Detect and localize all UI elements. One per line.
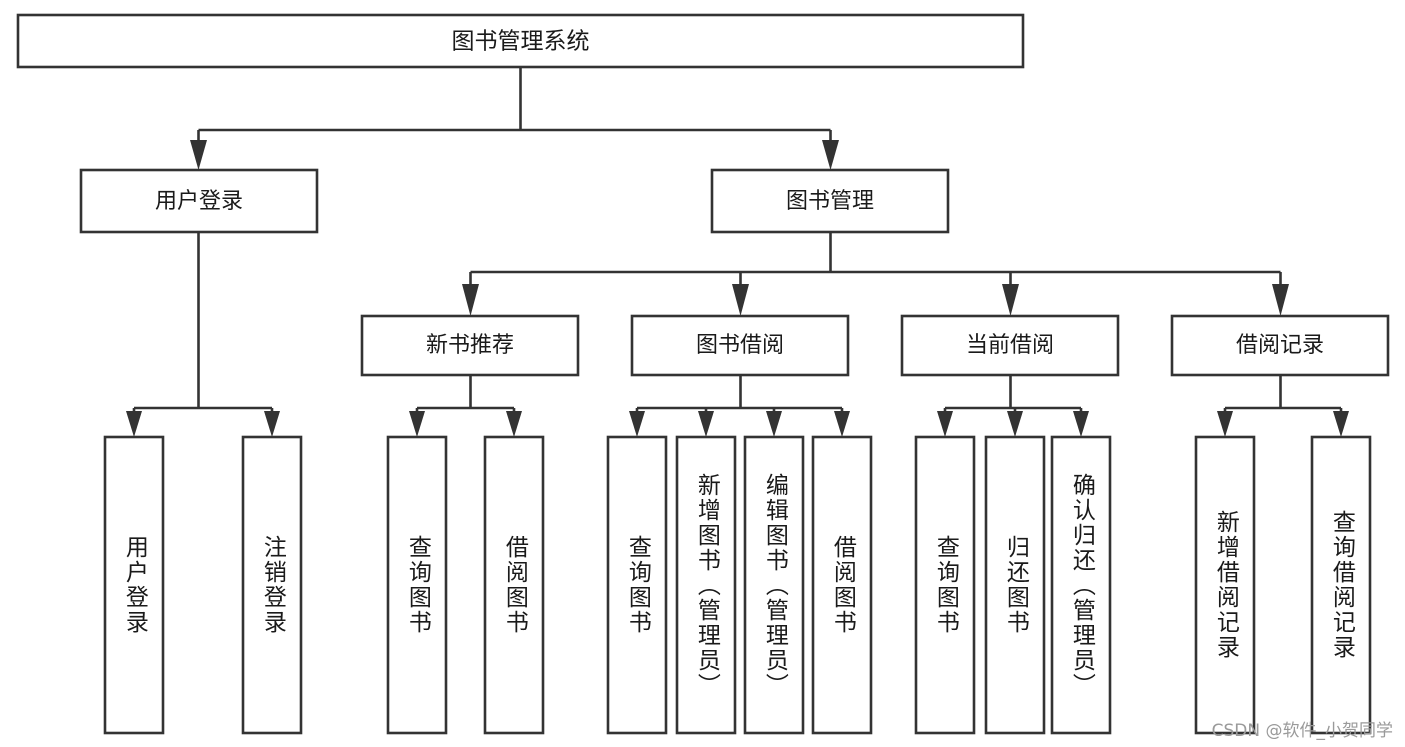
leaf-box-borrow-book[interactable] xyxy=(811,435,873,735)
leaf-box-return-book[interactable] xyxy=(984,435,1046,735)
watermark-text: CSDN @软件_小贺同学 xyxy=(1211,721,1393,741)
node-login-label: 用户登录 xyxy=(155,189,243,214)
connector-group-login-to-leaves xyxy=(126,232,280,437)
leaf-box-query-book-new[interactable] xyxy=(386,435,448,735)
leaf-box-query-record[interactable] xyxy=(1310,435,1372,735)
leaf-box-query-book-borrow[interactable] xyxy=(606,435,668,735)
leaf-box-user-logout[interactable] xyxy=(241,435,303,735)
leaf-box-add-record[interactable] xyxy=(1194,435,1256,735)
node-root-label: 图书管理系统 xyxy=(452,29,590,55)
leaf-box-add-book[interactable] xyxy=(675,435,737,735)
connector-group-bookmgmt-to-level3 xyxy=(462,232,1289,316)
node-newbook-label: 新书推荐 xyxy=(426,333,514,358)
node-record-label: 借阅记录 xyxy=(1236,333,1324,358)
node-root[interactable]: 图书管理系统 xyxy=(16,13,1025,69)
node-borrow-label: 图书借阅 xyxy=(696,333,784,358)
leaf-box-user-login[interactable] xyxy=(103,435,165,735)
connector-group-root-to-level2 xyxy=(190,67,839,170)
node-login[interactable]: 用户登录 xyxy=(79,168,319,234)
node-newbook[interactable]: 新书推荐 xyxy=(360,314,580,377)
leaf-box-borrow-book-new[interactable] xyxy=(483,435,545,735)
leaf-box-query-book-current[interactable] xyxy=(914,435,976,735)
node-bookmgmt-label: 图书管理 xyxy=(786,189,874,214)
connector-group-borrow-to-leaves xyxy=(629,375,850,437)
node-current-label: 当前借阅 xyxy=(966,333,1054,358)
node-bookmgmt[interactable]: 图书管理 xyxy=(710,168,950,234)
node-record[interactable]: 借阅记录 xyxy=(1170,314,1390,377)
connector-group-newbook-to-leaves xyxy=(409,375,522,437)
leaf-box-edit-book[interactable] xyxy=(743,435,805,735)
leaf-box-confirm-return[interactable] xyxy=(1050,435,1112,735)
connector-group-current-to-leaves xyxy=(937,375,1089,437)
leaf-boxes xyxy=(103,435,1372,735)
connector-group-record-to-leaves xyxy=(1217,375,1349,437)
node-borrow[interactable]: 图书借阅 xyxy=(630,314,850,377)
node-current[interactable]: 当前借阅 xyxy=(900,314,1120,377)
